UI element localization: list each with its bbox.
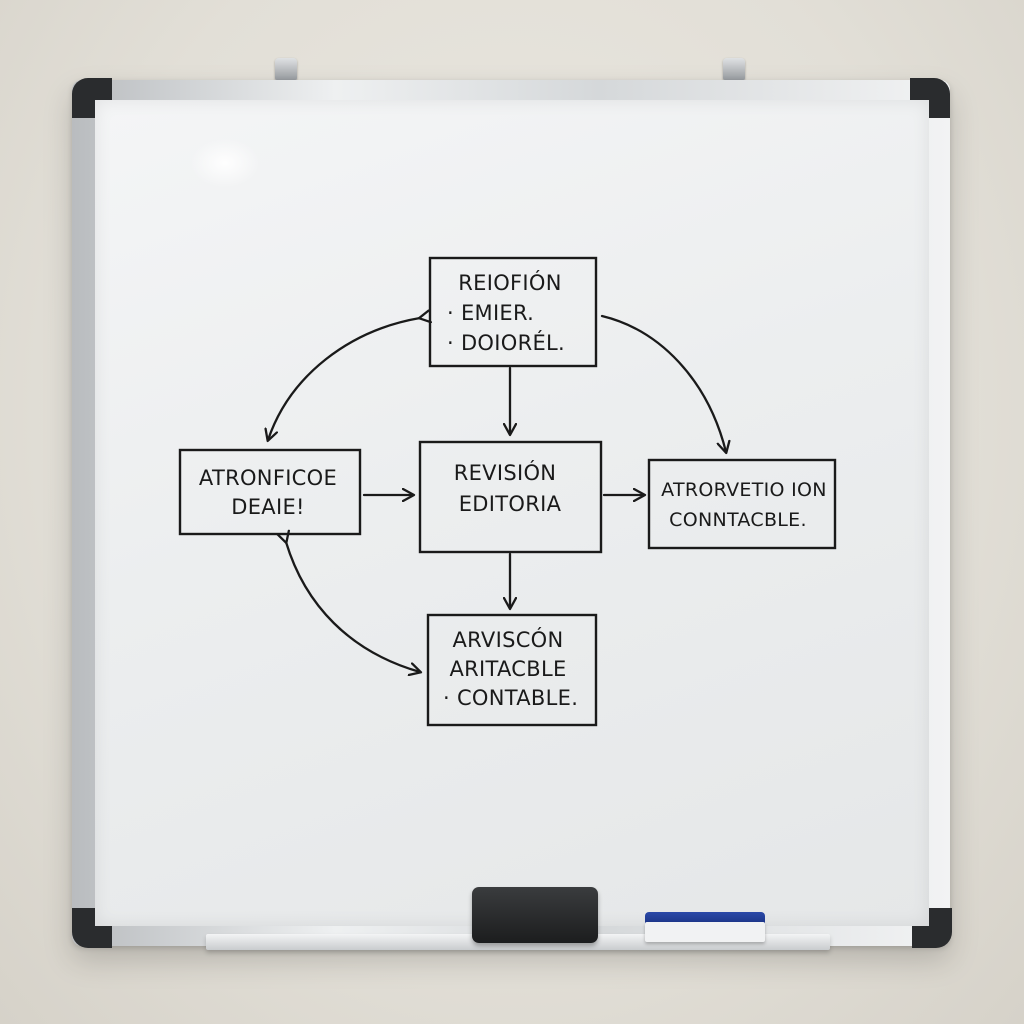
node-bottom: ARVISCÓN ARITACBLE · CONTABLE. (426, 613, 598, 727)
node-right: ATRORVETIO ION CONNTACBLE. (647, 458, 837, 550)
node-bottom-line-3: · CONTABLE. (443, 686, 578, 710)
blue-marker[interactable] (645, 912, 765, 942)
whiteboard-eraser[interactable] (472, 887, 598, 943)
node-top-line-2: · EMIER. (447, 301, 534, 325)
node-left-line-2: DEAIE! (231, 495, 305, 519)
node-right-box (647, 458, 837, 550)
node-top-line-1: REIOFIÓN (458, 270, 562, 295)
left-hanging-clip (275, 58, 297, 80)
whiteboard-surface (95, 100, 929, 926)
node-center-box (418, 440, 603, 554)
node-center-line-2: EDITORIA (459, 492, 562, 516)
node-bottom-line-1: ARVISCÓN (453, 627, 564, 652)
node-right-line-2: CONNTACBLE. (669, 509, 807, 531)
light-glare (190, 138, 260, 188)
node-top: REIOFIÓN · EMIER. · DOIORÉL. (428, 256, 598, 368)
node-center-line-1: REVISIÓN (454, 460, 557, 485)
edge-left-bottom-curve (286, 542, 420, 672)
node-left-line-1: ATRONFICOE (199, 466, 337, 490)
node-center: REVISIÓN EDITORIA (418, 440, 603, 554)
edge-top-left-curve (268, 318, 420, 440)
node-right-line-1: ATRORVETIO ION (661, 479, 827, 501)
edge-top-right-curve (600, 314, 726, 452)
node-left-box (178, 448, 362, 536)
node-left: ATRONFICOE DEAIE! (178, 448, 362, 536)
node-top-line-3: · DOIORÉL. (447, 330, 565, 355)
right-hanging-clip (723, 58, 745, 80)
node-bottom-line-2: ARITACBLE (449, 657, 566, 681)
node-bottom-box (426, 613, 598, 727)
marker-packaging (645, 922, 765, 942)
